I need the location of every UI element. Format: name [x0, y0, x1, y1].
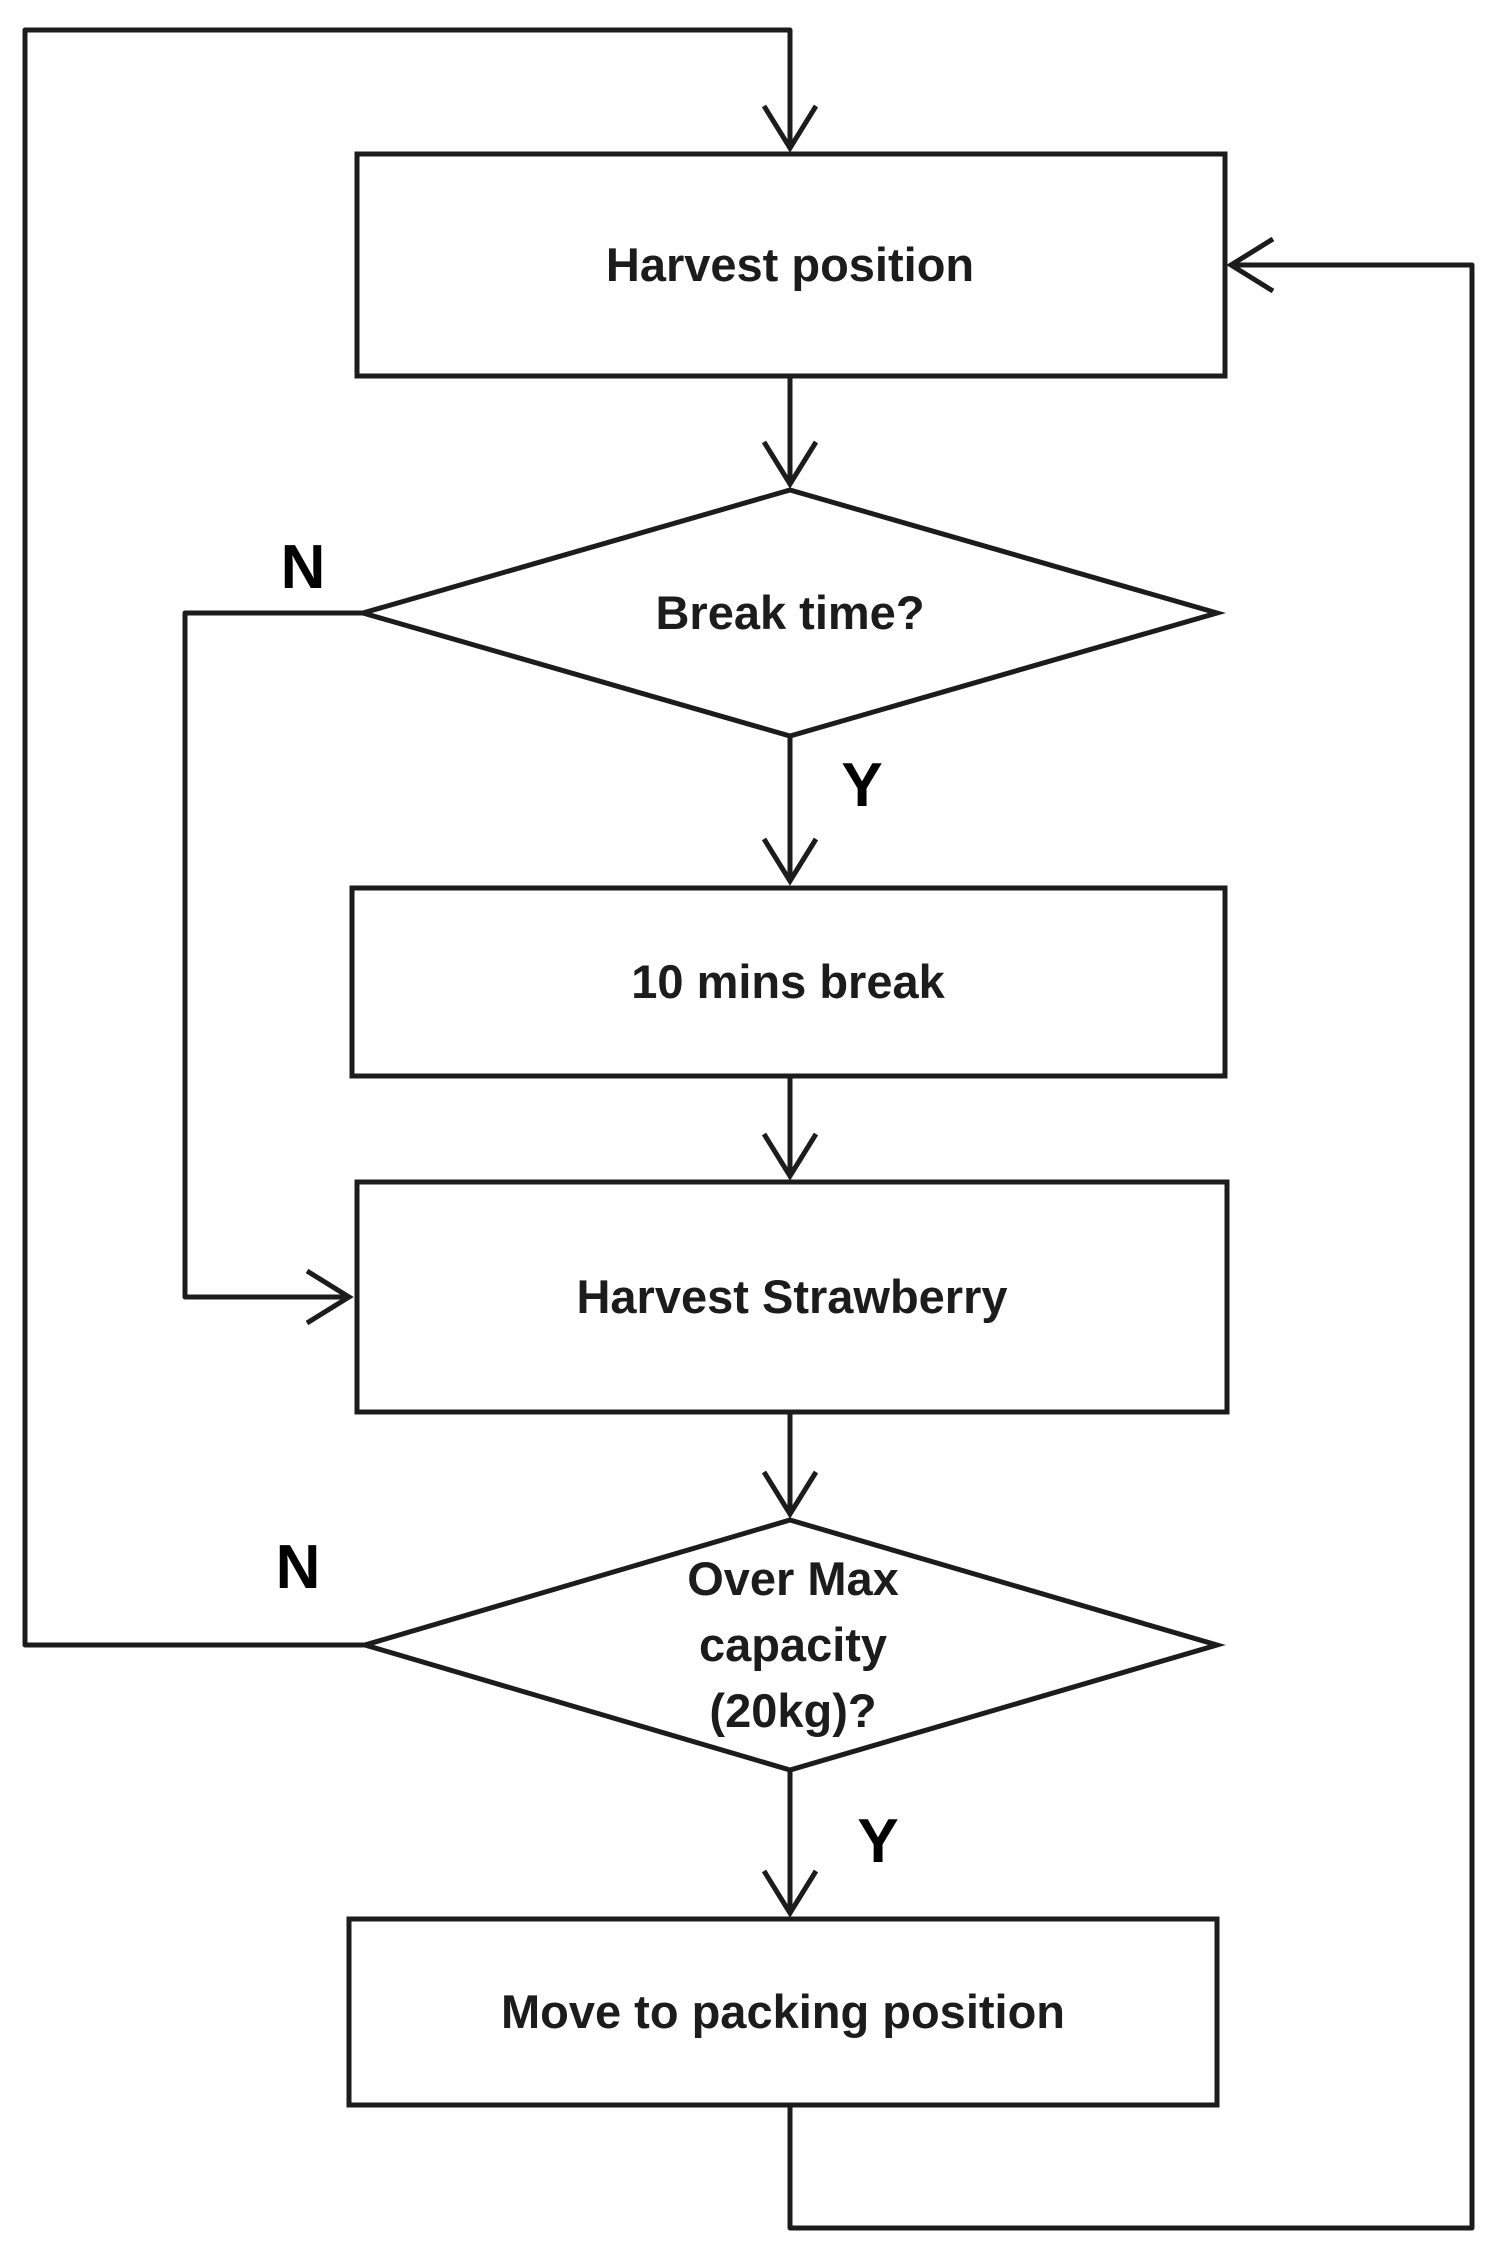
node-move-to-packing-label: Move to packing position [501, 1985, 1065, 2038]
edge-label-break-time-yes: Y [841, 751, 882, 820]
edge-move-to-packing-loop-to-harvest-position [787, 236, 1475, 2231]
edge-over-max-no-loop-to-harvest-position [22, 27, 819, 1648]
node-harvest-strawberry [354, 1179, 1230, 1415]
edge-label-over-max-no: N [276, 1533, 321, 1602]
node-harvest-position-label: Harvest position [606, 238, 974, 291]
edge-label-over-max-yes: Y [857, 1807, 898, 1876]
node-move-to-packing [346, 1916, 1220, 2108]
node-over-max-capacity-decision [356, 1517, 1226, 1773]
node-over-max-capacity-label-line2: capacity [699, 1618, 887, 1671]
node-harvest-position [354, 151, 1228, 379]
node-ten-mins-break [349, 885, 1228, 1079]
node-break-time-decision [353, 487, 1227, 739]
node-ten-mins-break-label: 10 mins break [631, 955, 945, 1008]
edge-break-time-no-to-harvest-strawberry [182, 610, 363, 1326]
node-harvest-strawberry-label: Harvest Strawberry [576, 1270, 1007, 1323]
edge-label-break-time-no: N [281, 533, 326, 602]
node-break-time-label: Break time? [655, 586, 924, 639]
node-over-max-capacity-label-line3: (20kg)? [709, 1684, 876, 1737]
node-over-max-capacity-label-line1: Over Max [687, 1552, 899, 1605]
